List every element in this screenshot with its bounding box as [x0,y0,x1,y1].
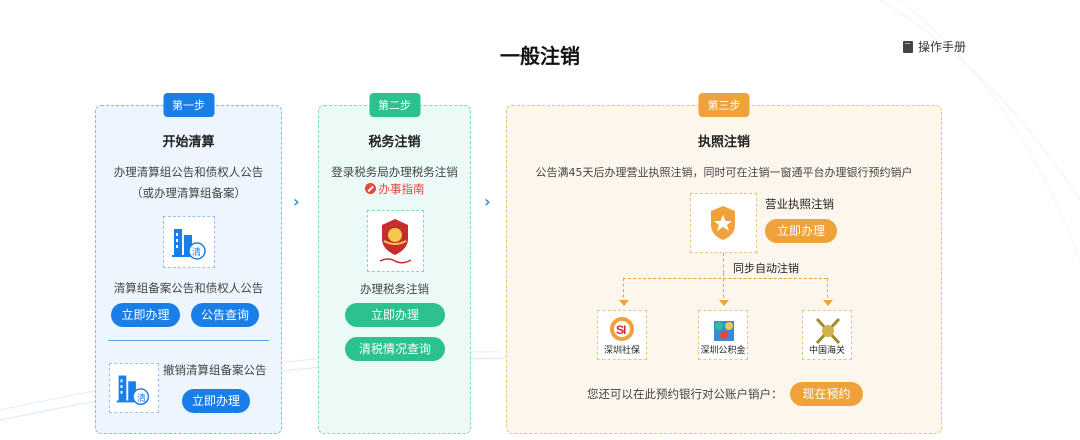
arrow-down-icon [823,300,833,306]
step1-desc: 办理清算组公告和债权人公告 [113,165,264,179]
step3-desc: 公告满45天后办理营业执照注销，同时可在注销一窗通平台办理银行预约销户 [535,166,913,179]
tax-label: 办理税务注销 [360,282,429,296]
step2-tag: 第二步 [369,93,420,117]
step1-card: 第一步 开始清算 办理清算组公告和债权人公告 （或办理清算组备案） 清 清算组备… [95,93,282,434]
connector-line [723,273,724,303]
connector-line [723,253,724,273]
connector-line [623,278,827,279]
svg-text:S: S [616,323,624,337]
connector-line [827,278,828,303]
guide-link[interactable]: 办事指南 [319,181,470,197]
housing-fund-label: 深圳公积金 [700,346,746,356]
step2-card: 第二步 税务注销 登录税务局办理税务注销 办事指南 办理税务注销 立即办理 清税… [318,93,471,434]
liquidation-badge: 清 [192,248,202,258]
manual-label: 操作手册 [918,40,967,54]
liquidation-building-icon: 清 [163,216,215,268]
guide-label: 办事指南 [378,182,425,196]
step3-card: 第三步 执照注销 公告满45天后办理营业执照注销，同时可在注销一窗通平台办理银行… [506,93,942,434]
revoke-badge: 清 [137,394,147,404]
step1-divider [108,340,269,341]
notice-label: 清算组备案公告和债权人公告 [113,281,264,295]
arrow-down-icon [619,300,629,306]
arrow-down-icon [719,300,729,306]
chevron-right-icon: › [293,192,300,211]
customs-label: 中国海关 [808,346,845,356]
notice-handle-button[interactable]: 立即办理 [111,303,180,327]
social-security-icon: S I 深圳社保 [597,310,647,360]
revoke-label: 撤销清算组备案公告 [163,363,267,377]
housing-fund-icon: 深圳公积金 [698,310,748,360]
step1-tag: 第一步 [163,93,214,117]
svg-text:I: I [623,323,626,337]
step3-tag: 第三步 [698,93,750,117]
page-title: 一般注销 [500,44,580,68]
license-handle-button[interactable]: 立即办理 [765,219,837,243]
step2-desc: 登录税务局办理税务注销 [331,165,458,179]
connector-line [623,278,624,303]
tax-query-button[interactable]: 清税情况查询 [345,337,445,361]
step2-title: 税务注销 [368,135,421,150]
tax-handle-button[interactable]: 立即办理 [345,303,445,327]
customs-icon: 中国海关 [802,310,852,360]
notice-query-button[interactable]: 公告查询 [191,303,259,327]
book-icon [903,40,913,53]
social-security-label: 深圳社保 [603,346,640,356]
sync-label: 同步自动注销 [731,260,801,276]
no-entry-icon [364,183,376,194]
step1-desc-note: （或办理清算组备案） [131,186,246,200]
step3-title: 执照注销 [697,135,750,150]
tax-emblem-icon [367,210,424,272]
step1-title: 开始清算 [162,135,215,150]
license-badge-icon [690,193,757,253]
license-label: 营业执照注销 [765,197,834,211]
revoke-handle-button[interactable]: 立即办理 [182,389,250,413]
manual-link[interactable]: 操作手册 [903,38,966,55]
reserve-button[interactable]: 现在预约 [790,382,863,406]
revoke-building-icon: 清 [109,363,159,413]
bank-text: 您还可以在此预约银行对公账户销户： [587,387,783,401]
chevron-right-icon: › [484,192,491,211]
